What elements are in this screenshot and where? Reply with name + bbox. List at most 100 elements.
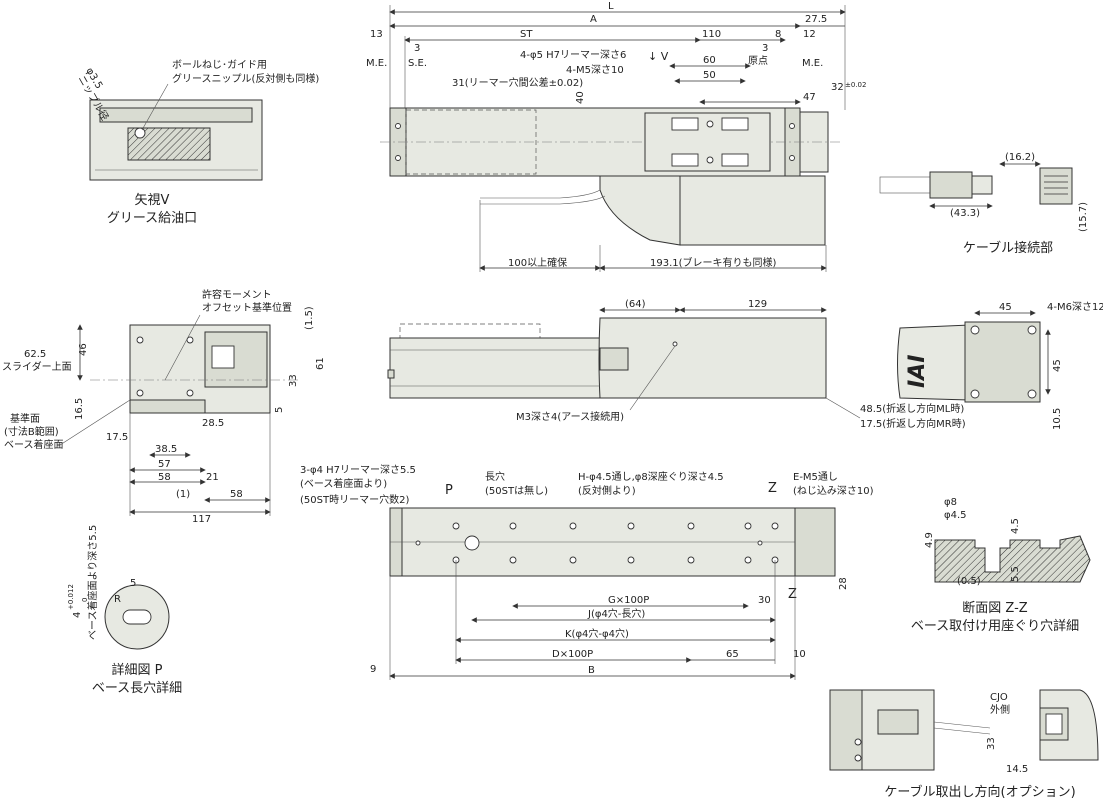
grease-nipple	[134, 127, 146, 139]
label-ml: 48.5(折返し方向ML時)	[860, 402, 964, 415]
label-r: R	[114, 594, 121, 605]
dim-4: 4	[72, 612, 83, 618]
label-slider-top: スライダー上面	[2, 360, 72, 373]
dim-27-5: 27.5	[805, 14, 827, 25]
dim-28-5: 28.5	[202, 418, 224, 429]
front-view: 許容モーメント オフセット基準位置 (1.5) 62.5 スライダー上面 46 …	[2, 288, 326, 525]
label-holes-m5: 4-M5深さ10	[566, 64, 624, 76]
label-moment2: オフセット基準位置	[202, 301, 292, 314]
detail-p-title2: ベース長穴詳細	[92, 680, 182, 696]
dim-40: 40	[575, 91, 586, 104]
dim-phi4-5: φ4.5	[944, 510, 967, 521]
mount-hole-group	[721, 117, 749, 131]
dim-1-5: (1.5)	[304, 306, 315, 330]
earth-screw	[672, 341, 678, 347]
dim-110: 110	[702, 29, 721, 40]
dim-d100p: D×100P	[552, 649, 593, 660]
slot-detail	[122, 609, 152, 625]
dim-38-5: 38.5	[155, 444, 177, 455]
end-view: 45 4-M6深さ12 IAI 45 10.5	[897, 301, 1103, 430]
connector-body	[929, 171, 973, 199]
label-z-bottom: Z	[788, 587, 797, 602]
label-moment1: 許容モーメント	[202, 288, 272, 301]
label-origin: 原点	[748, 55, 768, 67]
cable-conn-title: ケーブル接続部	[963, 240, 1053, 256]
section-z-hatch	[934, 535, 1091, 583]
dim-L: L	[608, 1, 614, 12]
dim-129: 129	[748, 299, 767, 310]
dim-14-5: 14.5	[1006, 764, 1028, 775]
dim-47: 47	[803, 92, 816, 103]
dim-61: 61	[315, 357, 326, 370]
dim-33: 33	[986, 737, 997, 750]
view-v-title2: グリース給油口	[107, 211, 197, 226]
label-view-v: ↓ V	[648, 50, 669, 63]
label-z-top: Z	[768, 481, 777, 496]
label-depth: ベース着座面より深さ5.5	[86, 525, 99, 640]
label-ref-b: (寸法B範囲)	[4, 425, 59, 438]
connector-port	[211, 345, 235, 369]
dim-k: K(φ4穴-φ4穴)	[565, 627, 629, 640]
label-ref-face: 基準面	[10, 412, 40, 425]
view-v-title1: 矢視V	[135, 193, 170, 208]
dim-4-tol-lo: 0	[81, 598, 89, 602]
label-slot2: (50STは無し)	[485, 484, 548, 497]
label-p: P	[445, 483, 453, 498]
dim-A: A	[590, 14, 597, 25]
dim-45b: 45	[1052, 359, 1063, 372]
bottom-view: 3-φ4 H7リーマー深さ5.5 (ベース着座面より) (50ST時リーマー穴数…	[300, 464, 874, 680]
label-grease-note1: ボールねじ･ガイド用	[172, 59, 267, 71]
dim-65: 65	[726, 649, 739, 660]
dim-4-9: 4.9	[924, 532, 935, 548]
dim-32: 32	[831, 82, 844, 93]
cable-housing	[599, 175, 681, 246]
label-holes-h7: 3-φ4 H7リーマー深さ5.5	[300, 464, 416, 476]
mount-hole-group	[671, 153, 699, 167]
iai-logo: IAI	[905, 355, 930, 388]
label-grease-note2: グリースニップル(反対側も同様)	[172, 72, 319, 85]
dim-64: (64)	[625, 299, 646, 310]
dim-21: 21	[206, 472, 219, 483]
dim-g100p: G×100P	[608, 595, 649, 606]
dim-9: 9	[370, 664, 376, 675]
dim-13: 13	[370, 29, 383, 40]
motor-housing	[679, 175, 826, 246]
label-e-holes2: (ねじ込み深さ10)	[793, 485, 874, 497]
connector-face	[1039, 167, 1073, 205]
dim-3b: 3	[762, 43, 768, 54]
dim-45a: 45	[999, 302, 1012, 313]
dim-28: 28	[838, 577, 849, 590]
dim-43-3: (43.3)	[950, 208, 980, 219]
cable-option-title: ケーブル取出し方向(オプション)	[884, 784, 1075, 800]
dim-57: 57	[158, 459, 171, 470]
view-v: φ3.5 ニップル径 ボールねじ･ガイド用 グリースニップル(反対側も同様) 矢…	[75, 59, 319, 226]
cable-option: CJO 外側 33 14.5 ケーブル取出し方向(オプション)	[829, 689, 1099, 800]
dim-1: (1)	[176, 489, 190, 500]
detail-p-title1: 詳細図 P	[112, 662, 163, 678]
bottom-motor-end	[794, 507, 836, 577]
section-z: φ8 φ4.5 4.9 4.5 (0.5) 5.5 断面図 Z-Z ベース取付け…	[911, 497, 1091, 634]
dim-62-5: 62.5	[24, 349, 46, 360]
dim-b: B	[588, 665, 595, 676]
label-h-holes2: (反対側より)	[578, 484, 636, 497]
label-me-left: M.E.	[366, 58, 387, 69]
dim-10: 10	[793, 649, 806, 660]
dim-60: 60	[703, 55, 716, 66]
label-mr: 17.5(折返し方向MR時)	[860, 417, 966, 430]
dim-5: 5	[130, 578, 136, 589]
slot-p	[464, 535, 480, 551]
cable-option-port	[1045, 713, 1063, 735]
label-cjo1: CJO	[990, 692, 1008, 703]
dim-46: 46	[78, 343, 89, 356]
dim-16-5: 16.5	[74, 398, 85, 420]
label-ream-pitch: 31(リーマー穴間公差±0.02)	[452, 76, 583, 89]
dim-5-5: 5.5	[1010, 566, 1021, 582]
dim-58b: 58	[230, 489, 243, 500]
dim-16-2: (16.2)	[1005, 152, 1035, 163]
dim-j: J(φ4穴-長穴)	[587, 607, 645, 620]
side-housing	[598, 317, 827, 399]
dim-58a: 58	[158, 472, 171, 483]
dim-117: 117	[192, 514, 211, 525]
dim-ST: ST	[520, 29, 533, 40]
dim-8: 8	[775, 29, 781, 40]
